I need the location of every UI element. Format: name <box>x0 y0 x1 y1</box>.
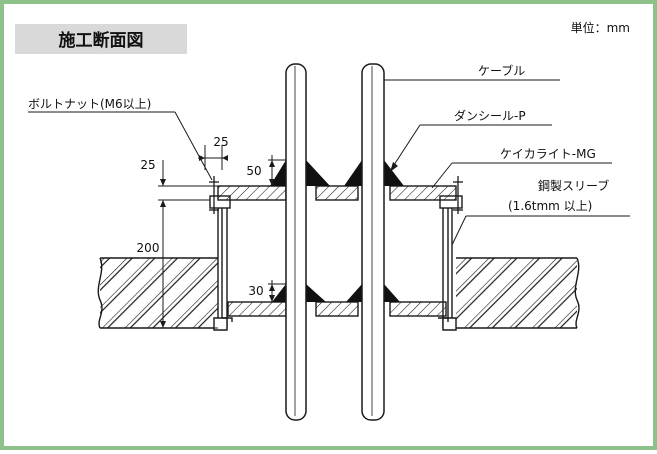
leader-lines <box>28 79 630 246</box>
label-keicalite: ケイカライト-MG <box>500 147 596 161</box>
label-bolt-nut: ボルトナット(M6以上) <box>28 97 151 111</box>
diagram-title: 施工断面図 <box>59 30 144 51</box>
dan-seal-arrow <box>390 162 398 172</box>
dim-50: 50 <box>246 164 261 178</box>
title-box <box>15 24 187 54</box>
dim-25-vertical: 25 <box>140 158 155 172</box>
label-sleeve-thickness: (1.6tmm 以上) <box>508 199 592 213</box>
dim-200: 200 <box>137 241 160 255</box>
dan-seal-putty <box>270 160 404 302</box>
floor-slab <box>97 257 580 329</box>
keicalite-boards <box>217 185 457 317</box>
dim-30: 30 <box>248 284 263 298</box>
label-dan-seal: ダンシール-P <box>454 108 526 123</box>
unit-label: 単位：mm <box>571 20 630 35</box>
bolt-nuts <box>209 176 463 214</box>
label-cable: ケーブル <box>478 63 525 78</box>
label-steel-sleeve: 鋼製スリーブ <box>538 178 609 193</box>
cables <box>285 63 385 421</box>
dim-25-horizontal: 25 <box>213 135 228 149</box>
dimension-arrows <box>160 155 275 328</box>
